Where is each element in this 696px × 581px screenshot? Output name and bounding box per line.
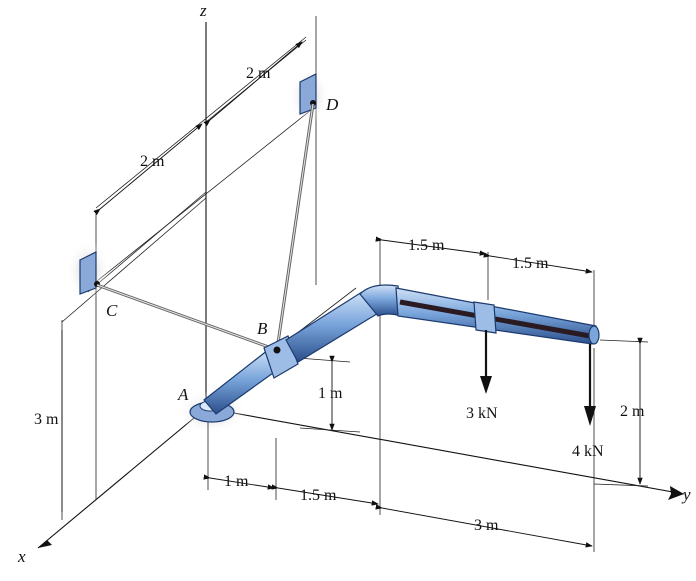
point-label-d: D [325, 95, 339, 114]
load-3kn-arrowhead [480, 376, 492, 394]
dim-label-pipe-2: 1.5 m [512, 255, 549, 272]
axis-label-z: z [199, 1, 207, 20]
point-label-b: B [257, 319, 268, 338]
wall-diag-c [91, 105, 317, 286]
axis-label-x: x [17, 547, 26, 566]
wall-diag-low [61, 197, 207, 323]
dim-label-cd-left: 2 m [140, 153, 165, 170]
y-axis [205, 407, 685, 495]
axis-label-y: y [681, 485, 691, 504]
ext-rise-bottom [299, 427, 361, 433]
dim-label-cd-top: 2 m [246, 65, 271, 82]
point-label-a: A [177, 385, 189, 404]
point-label-c: C [106, 301, 118, 320]
wall-diag-upper [95, 36, 307, 209]
point-b-pin [273, 346, 281, 354]
pipe-collar-mid [473, 301, 497, 334]
dim-pipe-2 [483, 252, 593, 274]
pipe-end-cap [588, 325, 600, 345]
ext-rise-top [297, 357, 351, 363]
dim-line-cd-left [93, 123, 203, 216]
dim-label-ground-3: 3 m [474, 517, 499, 534]
dim-label-rise: 1 m [318, 385, 343, 402]
x-axis [37, 407, 207, 549]
pipe-segment-b-elbow [285, 291, 381, 363]
dim-ground-2 [271, 484, 379, 506]
dim-label-ground-1: 1 m [224, 473, 249, 490]
cable-bc-core [96, 284, 278, 351]
dim-line-cd-top [203, 41, 303, 127]
dim-label-end-height: 2 m [620, 403, 645, 420]
dim-ground-3 [375, 504, 593, 548]
load-label-4kn: 4 kN [572, 443, 604, 460]
support-c-plate [79, 251, 97, 295]
dim-label-ground-2: 1.5 m [300, 487, 337, 504]
dim-label-wall-height: 3 m [34, 411, 59, 428]
load-4kn-arrowhead [584, 406, 596, 426]
y-axis-arrow [668, 486, 684, 500]
x-axis-arrow [38, 540, 52, 548]
ext-end-bottom [593, 483, 649, 487]
dim-ground-1 [203, 474, 275, 490]
guide-pipe-top [295, 287, 357, 335]
cable-bd-core [276, 103, 314, 351]
dim-pipe-1 [375, 236, 487, 256]
load-label-3kn: 3 kN [466, 405, 498, 422]
pipe-horizontal [395, 287, 597, 345]
dim-label-pipe-1: 1.5 m [408, 237, 445, 254]
ext-end-top [599, 339, 649, 343]
